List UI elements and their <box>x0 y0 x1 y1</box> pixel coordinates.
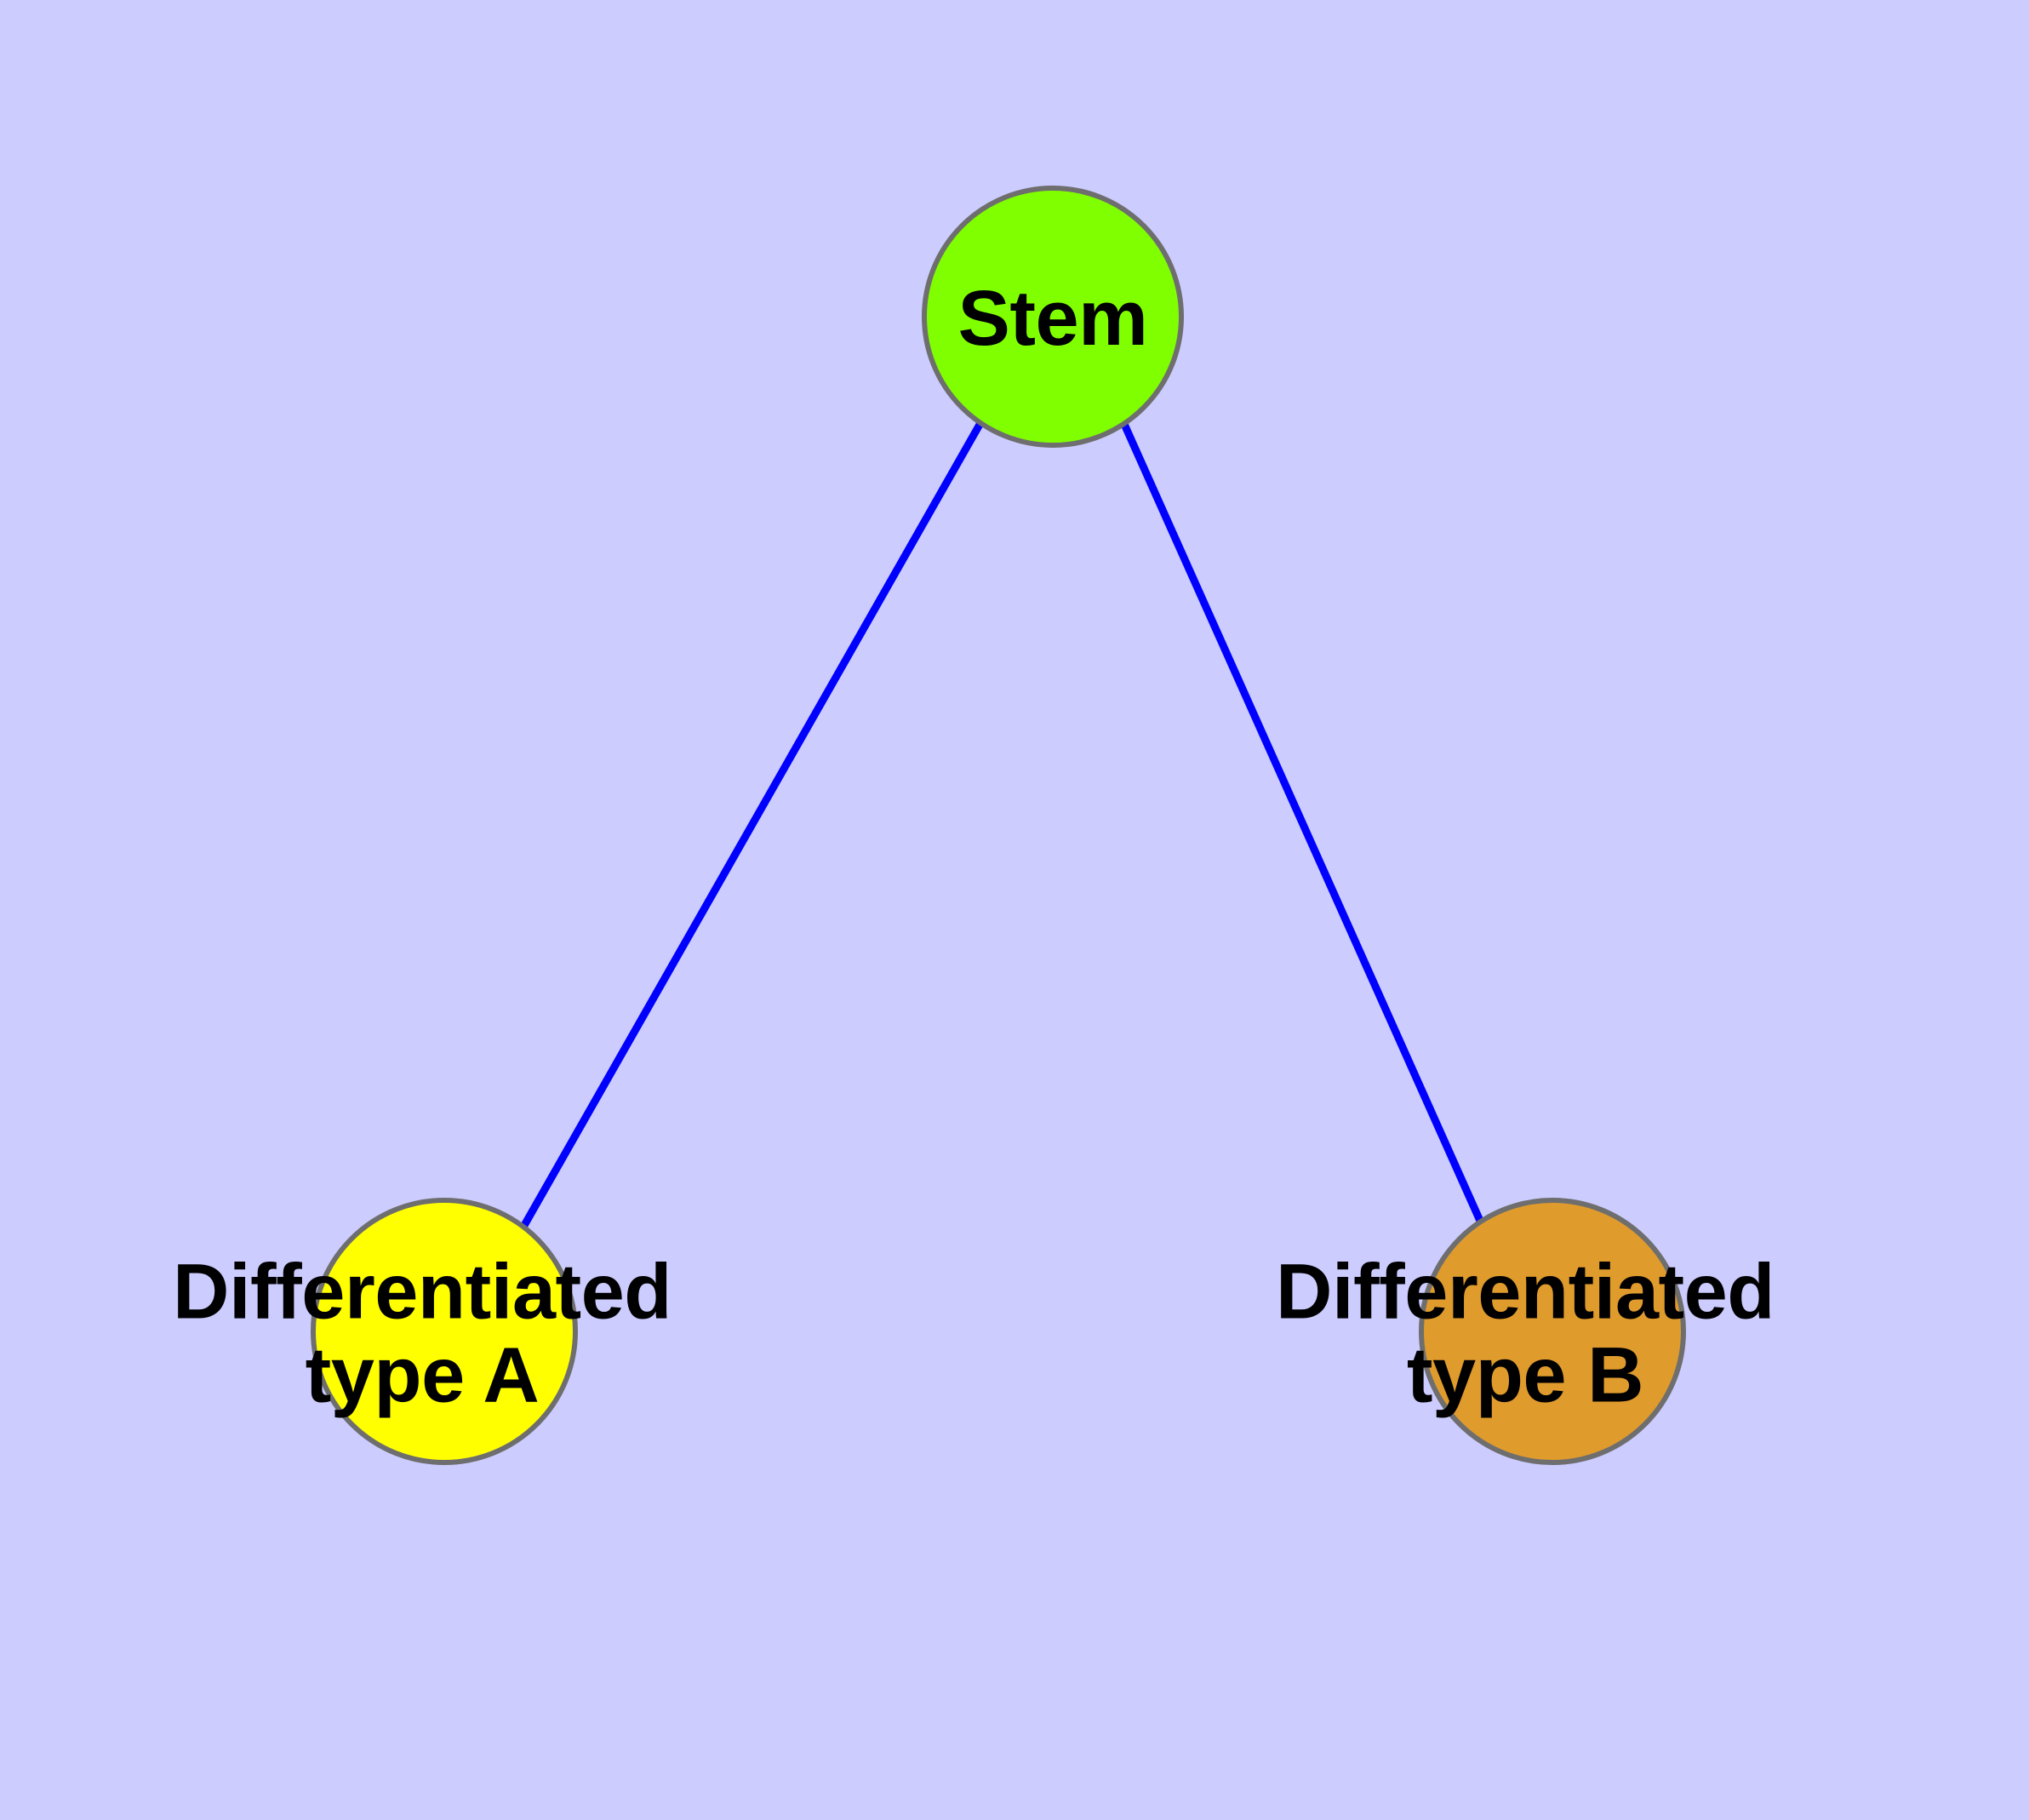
node-diff_a[interactable] <box>311 1198 578 1465</box>
node-stem[interactable] <box>922 186 1184 448</box>
edge-stem-diff-a[interactable] <box>519 421 984 1231</box>
edges-layer <box>519 421 1488 1231</box>
nodes-layer <box>311 186 1686 1465</box>
edge-stem-diff-b[interactable] <box>1119 421 1488 1230</box>
node-diff_b[interactable] <box>1419 1198 1686 1465</box>
